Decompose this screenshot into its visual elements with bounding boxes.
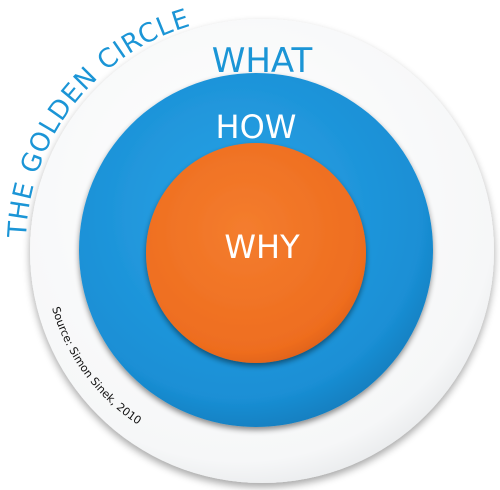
why-label: WHY (224, 228, 300, 266)
how-label: HOW (216, 108, 297, 146)
why-inner-circle (146, 143, 366, 363)
what-label: WHAT (212, 41, 313, 81)
